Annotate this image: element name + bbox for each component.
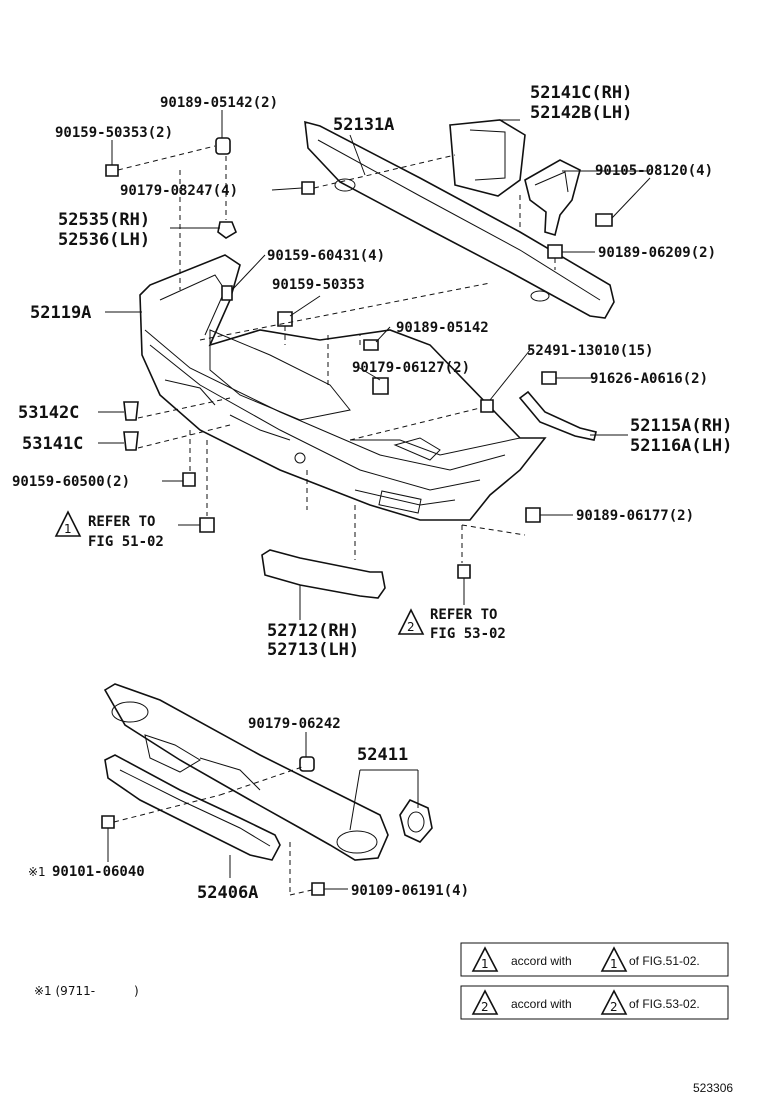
- label-52713: 52713(LH): [267, 640, 359, 660]
- label-52536: 52536(LH): [58, 230, 150, 250]
- front-grille: [103, 683, 433, 861]
- label-90189-05142-2: 90189-05142(2): [160, 95, 278, 111]
- label-91626-A0616: 91626-A0616(2): [590, 371, 708, 387]
- footnote-date-range: ※1 (9711-: [34, 984, 95, 998]
- label-90159-60431: 90159-60431(4): [267, 248, 385, 264]
- bracket-rh-lh: [449, 119, 581, 237]
- label-90105-08120: 90105-08120(4): [595, 163, 713, 179]
- label-90179-08247: 90179-08247(4): [120, 183, 238, 199]
- label-53142C: 53142C: [18, 403, 79, 423]
- label-90159-60500: 90159-60500(2): [12, 474, 130, 490]
- refer-2-line-a: REFER TO: [430, 607, 497, 623]
- leader-lines: [98, 110, 651, 896]
- label-52712: 52712(RH): [267, 621, 359, 641]
- triangle-1-icon: [54, 510, 82, 537]
- label-90189-06177: 90189-06177(2): [576, 508, 694, 524]
- bumper-moulding-lamp: [261, 549, 386, 599]
- legend-box-2: 2 accord with 2 of FIG.53-02.: [460, 985, 729, 1020]
- label-52119A: 52119A: [30, 303, 91, 323]
- diagram-id: 523306: [693, 1081, 733, 1095]
- label-90101-06040: 90101-06040: [52, 864, 145, 880]
- label-52411: 52411: [357, 745, 408, 765]
- grille-support: [104, 754, 281, 861]
- label-52142B: 52142B(LH): [530, 103, 632, 123]
- label-90109-06191: 90109-06191(4): [351, 883, 469, 899]
- svg-text:1: 1: [481, 957, 489, 971]
- label-90159-50353-2: 90159-50353(2): [55, 125, 173, 141]
- legend-triangle-1-icon: [471, 946, 499, 972]
- label-90179-06242: 90179-06242: [248, 716, 341, 732]
- label-90159-50353: 90159-50353: [272, 277, 365, 293]
- svg-text:1: 1: [64, 522, 72, 536]
- refer-1-line-a: REFER TO: [88, 514, 155, 530]
- legend-triangle-1b-icon: [600, 946, 628, 972]
- label-52141C: 52141C(RH): [530, 83, 632, 103]
- label-90189-06209: 90189-06209(2): [598, 245, 716, 261]
- label-52406A: 52406A: [197, 883, 258, 903]
- svg-text:1: 1: [610, 957, 618, 971]
- legend-2-ref: of FIG.53-02.: [629, 997, 700, 1011]
- svg-text:2: 2: [407, 620, 415, 634]
- refer-1-line-b: FIG 51-02: [88, 534, 164, 550]
- side-retainer: [518, 390, 597, 441]
- label-90189-05142: 90189-05142: [396, 320, 489, 336]
- fasteners: [101, 137, 613, 896]
- refer-note-1: 1 REFER TO FIG 51-02: [54, 510, 164, 550]
- label-52535: 52535(RH): [58, 210, 150, 230]
- footnote-close: ): [134, 984, 139, 998]
- note-marker: ※1: [28, 865, 46, 879]
- svg-text:2: 2: [481, 1000, 489, 1014]
- front-bumper-cover: [139, 254, 547, 521]
- label-52491-13010: 52491-13010(15): [527, 343, 653, 359]
- bumper-reinforcement: [304, 120, 615, 319]
- legend-1-text: accord with: [511, 954, 572, 968]
- triangle-2-icon: [397, 608, 425, 635]
- refer-note-2: 2 REFER TO FIG 53-02: [397, 607, 506, 642]
- refer-2-line-b: FIG 53-02: [430, 626, 506, 642]
- label-52115A: 52115A(RH): [630, 416, 732, 436]
- legend-triangle-2-icon: [471, 989, 499, 1015]
- legend-2-text: accord with: [511, 997, 572, 1011]
- part-labels: 52131A 52141C(RH) 52142B(LH) 90189-05142…: [12, 83, 732, 903]
- label-52131A: 52131A: [333, 115, 394, 135]
- legend-triangle-2b-icon: [600, 989, 628, 1015]
- label-53141C: 53141C: [22, 434, 83, 454]
- legend-box-1: 1 accord with 1 of FIG.51-02.: [460, 942, 729, 977]
- legend-1-ref: of FIG.51-02.: [629, 954, 700, 968]
- label-90179-06127: 90179-06127(2): [352, 360, 470, 376]
- label-52116A: 52116A(LH): [630, 436, 732, 456]
- svg-text:2: 2: [610, 1000, 618, 1014]
